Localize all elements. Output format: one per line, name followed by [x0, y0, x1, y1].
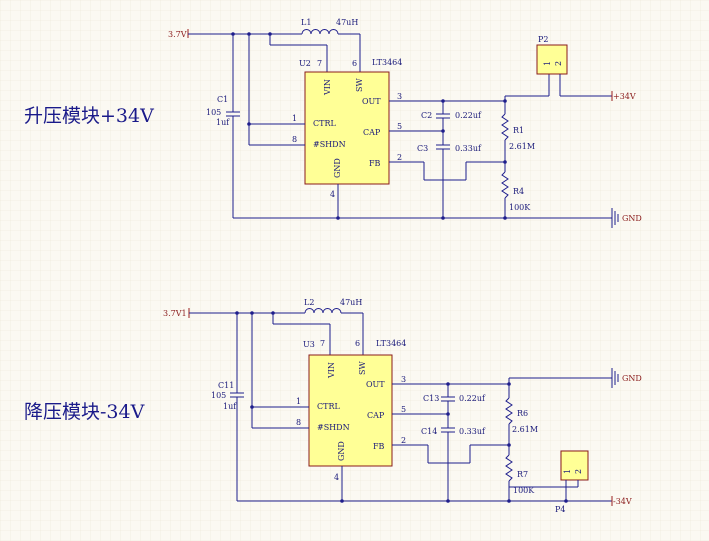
- buck-pin1-num: 1: [296, 397, 301, 406]
- boost-pin3-num: 3: [397, 92, 402, 101]
- boost-resistor-r1[interactable]: [501, 113, 509, 141]
- buck-c11-ref: C11: [218, 381, 234, 390]
- buck-pin-cap: CAP: [367, 411, 385, 420]
- boost-p2-pin1: 1: [543, 61, 552, 66]
- buck-c14-value: 0.33uf: [459, 427, 486, 436]
- boost-c2-value: 0.22uf: [455, 111, 482, 120]
- boost-pin-shdn: #SHDN: [313, 140, 346, 149]
- boost-pin-cap: CAP: [363, 128, 381, 137]
- buck-pin-fb: FB: [373, 442, 385, 451]
- buck-pin5-num: 5: [401, 405, 406, 414]
- boost-c2-ref: C2: [421, 111, 432, 120]
- buck-pin7-num: 7: [320, 339, 325, 348]
- buck-pin-out: OUT: [366, 380, 385, 389]
- buck-connector-p4[interactable]: [560, 450, 589, 481]
- boost-l1-value: 47uH: [336, 18, 358, 27]
- boost-pin2-num: 2: [397, 153, 402, 162]
- boost-p2-ref: P2: [538, 35, 548, 44]
- buck-pin-shdn: #SHDN: [317, 423, 350, 432]
- buck-inductor-l2[interactable]: [304, 308, 342, 314]
- boost-connector-p2[interactable]: [536, 44, 568, 75]
- buck-gnd-symbol[interactable]: [611, 368, 619, 388]
- buck-c13-value: 0.22uf: [459, 394, 486, 403]
- buck-pin3-num: 3: [401, 375, 406, 384]
- boost-c3-ref: C3: [417, 144, 428, 153]
- boost-gnd-symbol[interactable]: [611, 208, 619, 228]
- boost-r4-ref: R4: [513, 187, 524, 196]
- buck-p4-pin2: 2: [574, 469, 583, 474]
- buck-pin6-num: 6: [355, 339, 360, 348]
- boost-l1-ref: L1: [301, 18, 311, 27]
- boost-c1-value1: 105: [206, 108, 221, 117]
- boost-gnd-label: GND: [622, 214, 642, 223]
- boost-pin4-num: 4: [330, 190, 335, 199]
- boost-pin8-num: 8: [292, 135, 297, 144]
- buck-ic-u3[interactable]: [308, 354, 393, 467]
- buck-l2-value: 47uH: [340, 298, 362, 307]
- buck-pin-sw: SW: [358, 361, 367, 375]
- boost-c1-ref: C1: [217, 95, 228, 104]
- boost-pin6-num: 6: [352, 59, 357, 68]
- boost-output-net-label[interactable]: +34V: [613, 92, 636, 101]
- boost-ic-ref: U2: [299, 59, 311, 68]
- buck-pin2-num: 2: [401, 436, 406, 445]
- boost-pin7-num: 7: [317, 59, 322, 68]
- boost-pin-vin: VIN: [323, 79, 332, 96]
- buck-pin-gnd: GND: [337, 441, 346, 461]
- buck-r6-ref: R6: [517, 409, 528, 418]
- buck-c11-value1: 105: [211, 391, 226, 400]
- boost-c1-value2: 1uf: [216, 118, 230, 127]
- boost-ic-u2[interactable]: [304, 71, 390, 185]
- boost-c3-value: 0.33uf: [455, 144, 482, 153]
- buck-r6-value: 2.61M: [512, 425, 538, 434]
- buck-c11-value2: 1uf: [223, 402, 237, 411]
- boost-title: 升压模块+34V: [24, 105, 154, 127]
- buck-pin4-num: 4: [334, 473, 339, 482]
- boost-r4-value: 100K: [509, 203, 531, 212]
- buck-c14-ref: C14: [421, 427, 437, 436]
- buck-c13-ref: C13: [423, 394, 439, 403]
- buck-pin8-num: 8: [296, 418, 301, 427]
- buck-resistor-r7[interactable]: [505, 454, 513, 482]
- buck-title: 降压模块-34V: [24, 401, 145, 423]
- buck-circuit: 降压模块-34V 3.7V1 L2 47uH 7 6 U3 LT3464 VIN…: [24, 298, 642, 514]
- buck-r7-value: 100K: [513, 486, 535, 495]
- buck-ic-ref: U3: [303, 340, 315, 349]
- buck-ic-part: LT3464: [376, 339, 406, 348]
- buck-resistor-r6[interactable]: [505, 397, 513, 425]
- buck-output-net-label[interactable]: -34V: [613, 497, 632, 506]
- boost-pin-ctrl: CTRL: [313, 119, 336, 128]
- buck-r7-ref: R7: [517, 470, 528, 479]
- boost-resistor-r4[interactable]: [501, 171, 509, 199]
- buck-l2-ref: L2: [304, 298, 314, 307]
- boost-r1-ref: R1: [513, 126, 524, 135]
- boost-circuit: 升压模块+34V 3.7V L1 47uH 7 6 U2 LT3464 VIN …: [24, 18, 642, 228]
- buck-pin-ctrl: CTRL: [317, 402, 340, 411]
- boost-inductor-l1[interactable]: [301, 29, 339, 35]
- buck-gnd-label: GND: [622, 374, 642, 383]
- buck-p4-ref: P4: [555, 505, 565, 514]
- boost-pin-fb: FB: [369, 159, 381, 168]
- buck-p4-pin1: 1: [563, 469, 572, 474]
- boost-pin1-num: 1: [292, 114, 297, 123]
- buck-pin-vin: VIN: [327, 362, 336, 379]
- boost-p2-pin2: 2: [554, 61, 563, 66]
- boost-pin5-num: 5: [397, 122, 402, 131]
- boost-input-net-label[interactable]: 3.7V: [168, 30, 187, 39]
- boost-r1-value: 2.61M: [509, 142, 535, 151]
- boost-pin-out: OUT: [362, 97, 381, 106]
- boost-pin-gnd: GND: [333, 158, 342, 178]
- boost-ic-part: LT3464: [372, 58, 402, 67]
- buck-input-net-label[interactable]: 3.7V1: [163, 309, 187, 318]
- boost-pin-sw: SW: [355, 78, 364, 92]
